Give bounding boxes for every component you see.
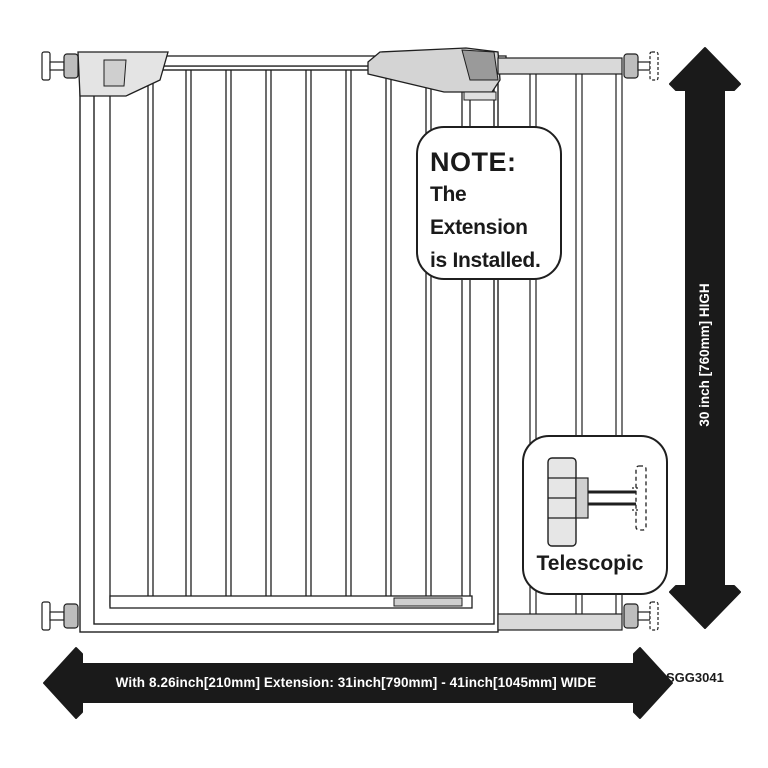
telescopic-label: Telescopic: [536, 552, 644, 575]
pressure-mount-top-right: [623, 51, 659, 81]
telescopic-knob-icon: [547, 457, 577, 547]
width-dimension-arrow: [43, 647, 673, 719]
gate-door: [109, 65, 471, 607]
latch-handle: [367, 47, 501, 101]
height-dimension-label: 30 inch [760mm] HIGH: [697, 283, 712, 427]
telescopic-inset: [522, 435, 668, 595]
note-line-1: The Extension: [430, 183, 528, 239]
gate-bottom-bar: [109, 595, 473, 609]
gate-top-rail: [77, 51, 507, 97]
pressure-mount-top-left: [41, 51, 79, 81]
pressure-mount-bottom-left: [41, 601, 79, 631]
extension-panel: [497, 57, 623, 631]
height-dimension-arrow: [669, 47, 741, 629]
pressure-mount-bottom-right: [623, 601, 659, 631]
model-code: SGG3041: [666, 670, 724, 685]
width-dimension-label: With 8.26inch[210mm] Extension: 31inch[7…: [115, 675, 597, 690]
note-title: NOTE:: [430, 147, 517, 177]
note-line-2: is Installed.: [430, 249, 541, 272]
note-callout: NOTE: The Extension is Installed.: [416, 126, 562, 280]
